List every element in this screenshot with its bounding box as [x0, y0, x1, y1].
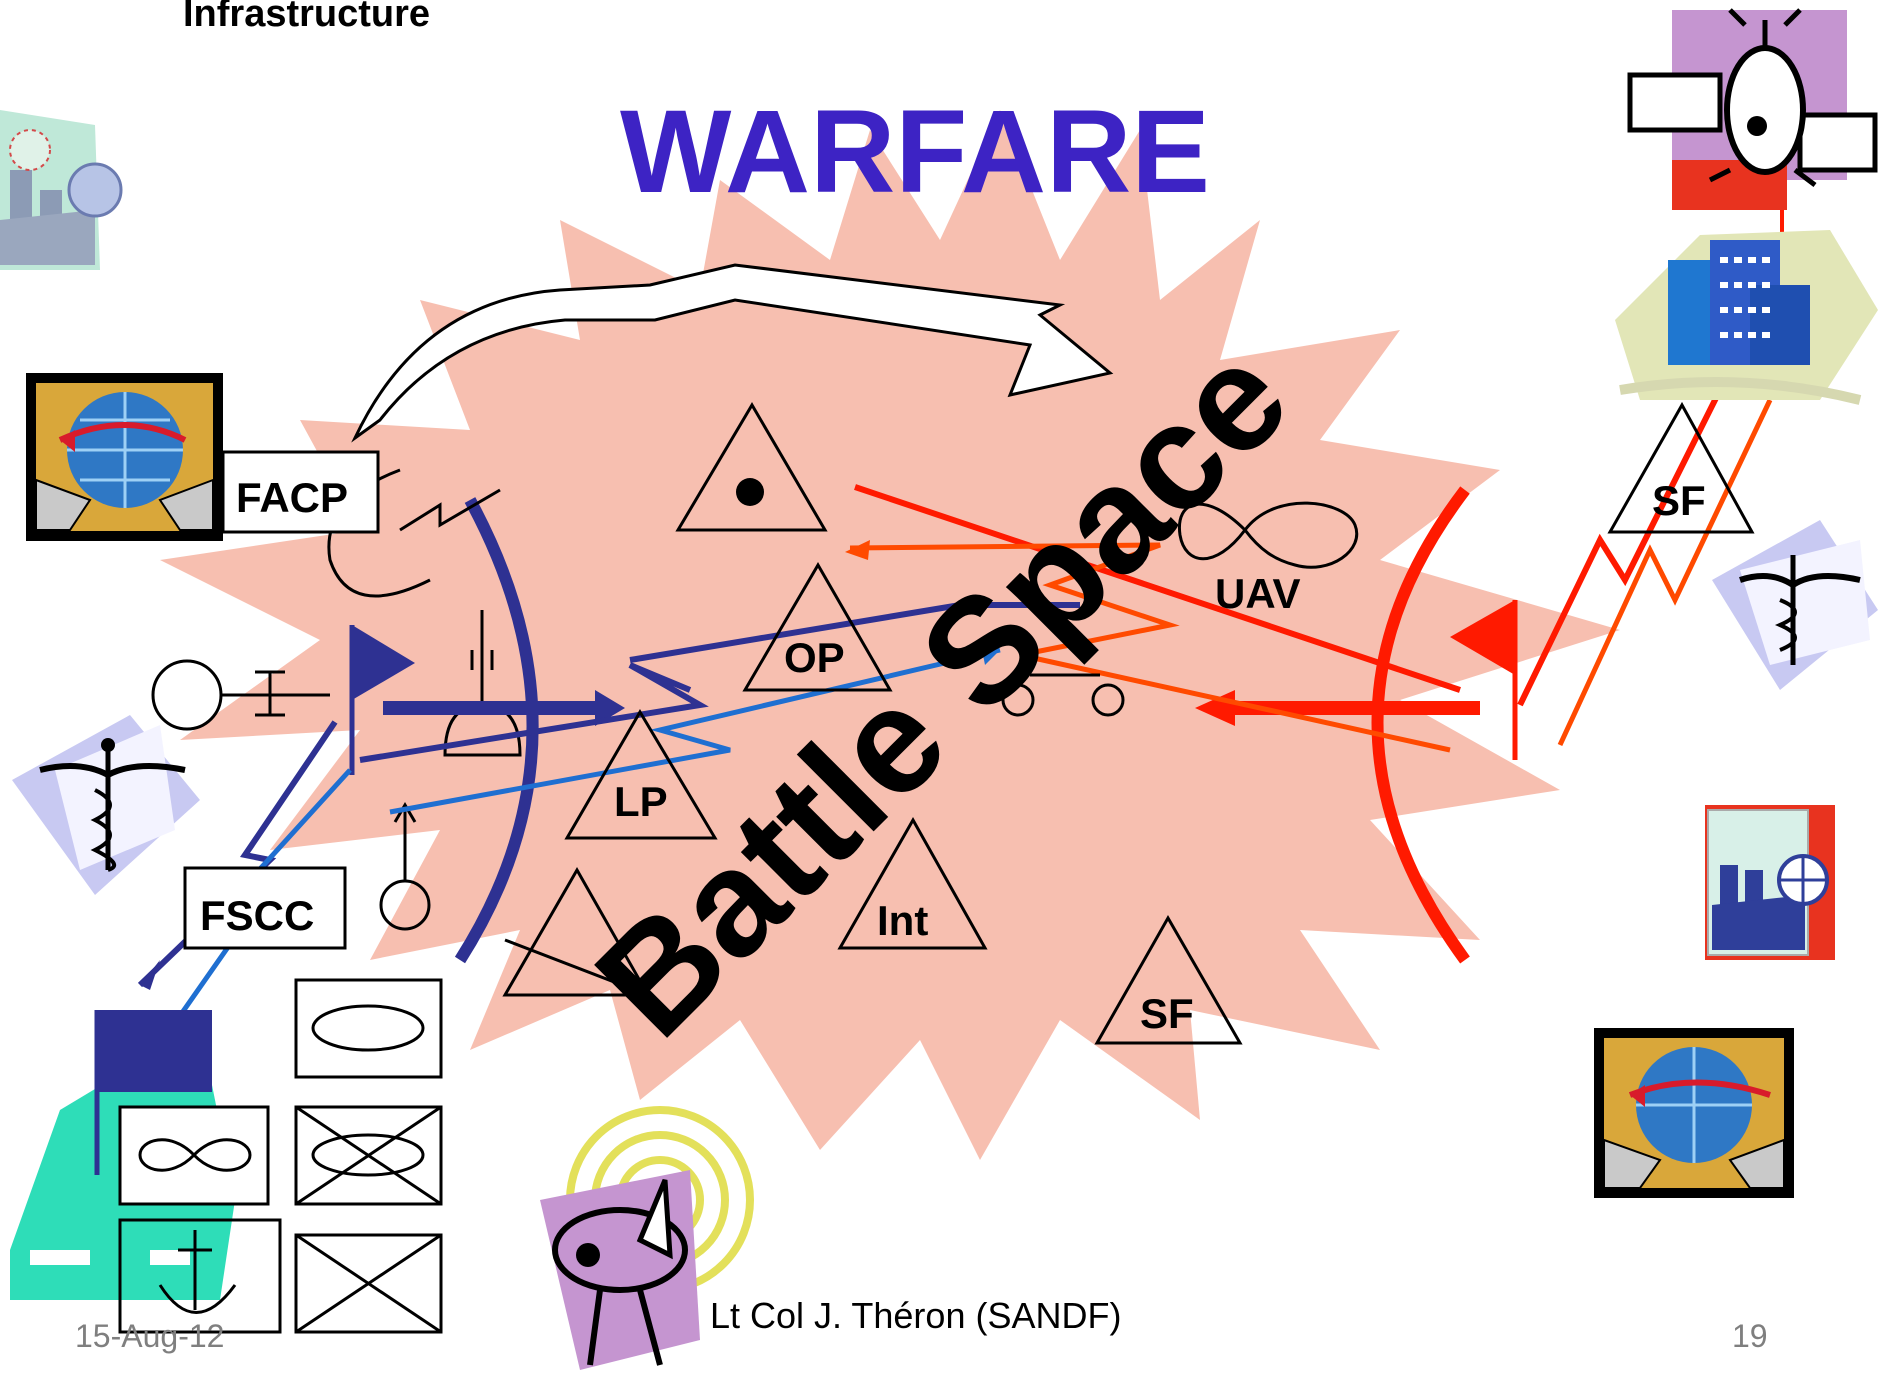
int-triangle — [837, 816, 988, 950]
vehicle-wheel-right — [1091, 683, 1125, 717]
triangle-dot — [736, 478, 764, 506]
enemy-zigzag-center-head — [845, 540, 870, 560]
op-label: OP — [784, 634, 845, 681]
satellite-icon — [1627, 8, 1878, 210]
op-triangle — [742, 562, 893, 692]
int-label: Int — [877, 897, 928, 944]
anchor-icon — [158, 1230, 237, 1314]
friendly-comms-to-center-head — [980, 640, 1000, 665]
battle-space-burst — [160, 110, 1620, 1160]
city-buildings-icon — [1615, 230, 1878, 405]
network-computers-icon-right — [1594, 1028, 1794, 1198]
slide-title: WARFARE — [620, 86, 1210, 218]
enemy-flag — [1450, 600, 1515, 675]
slide-heading: Infrastructure — [183, 0, 430, 35]
sf-right-label: SF — [1652, 477, 1706, 524]
uav-label: UAV — [1215, 570, 1301, 617]
friendly-line-to-op — [629, 602, 1080, 663]
enemy-fire-line — [854, 484, 1461, 693]
uav-symbol — [1177, 501, 1359, 569]
factory-globe-icon-right — [1705, 805, 1835, 960]
footer-author: Lt Col J. Théron (SANDF) — [710, 1295, 1121, 1336]
sf-center-label: SF — [1140, 990, 1194, 1037]
vehicle-wheel-left — [1001, 683, 1035, 717]
triangle-crossed-symbol — [502, 866, 651, 997]
footer-date: 15-Aug-12 — [75, 1318, 224, 1354]
facp-label: FACP — [236, 474, 348, 521]
radio-lightning-symbol — [399, 488, 501, 532]
cross-line-b — [295, 1105, 442, 1206]
lp-triangle — [564, 709, 718, 840]
fscc-box — [183, 866, 347, 950]
caduceus-icon — [12, 715, 200, 895]
network-computers-icon — [26, 373, 223, 541]
enemy-zigzag-center — [849, 542, 1451, 753]
unit-box-infinity-shape — [138, 1138, 252, 1172]
unit-circle-symbol — [151, 659, 223, 731]
friendly-main-arrowhead — [595, 690, 625, 726]
lp-label: LP — [614, 778, 668, 825]
unit-box-ellipse-shape — [311, 1004, 425, 1052]
enemy-comms-zigzag-2 — [1557, 398, 1773, 747]
crossed-ellipse-shape — [311, 1133, 425, 1177]
cross-line-d — [295, 1233, 442, 1334]
fscc-label: FSCC — [200, 892, 314, 939]
friendly-flag — [352, 625, 415, 700]
maneuver-arrow — [351, 263, 1114, 443]
unit-box-infinity — [118, 1105, 270, 1206]
unit-box-anchor — [118, 1218, 282, 1334]
facp-box — [221, 450, 380, 534]
page-number: 19 — [1732, 1318, 1768, 1354]
radar-dish-icon — [540, 1106, 754, 1370]
friendly-comms-zigzag-head — [140, 960, 160, 990]
friendly-zigzag-center — [359, 662, 709, 763]
sf-center-triangle — [1094, 914, 1243, 1045]
enemy-comms-zigzag-1 — [1517, 358, 1738, 707]
sf-right-triangle — [1607, 401, 1755, 534]
hq-flag-box — [97, 1010, 212, 1092]
triangle-crossed-line — [504, 938, 649, 997]
caduceus-icon-right — [1712, 520, 1878, 690]
unit-box-ellipse — [294, 978, 443, 1079]
factory-globe-icon — [0, 110, 123, 270]
unit-circle-lower-arrowhead — [393, 802, 417, 823]
enemy-front-arc — [1371, 486, 1470, 964]
triangle-dot-symbol — [675, 402, 828, 532]
